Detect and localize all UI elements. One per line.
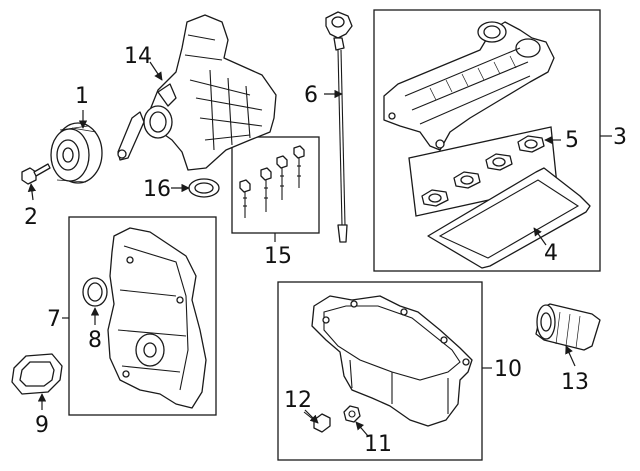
oil-pan[interactable] bbox=[311, 295, 473, 427]
throttle-body-gasket[interactable] bbox=[188, 178, 220, 198]
leader-lines bbox=[27, 61, 612, 437]
oil-pan-group-box bbox=[277, 281, 483, 461]
callout-10: 10 bbox=[494, 357, 522, 382]
spark-plug-seals[interactable] bbox=[421, 135, 545, 207]
callout-9: 9 bbox=[35, 413, 49, 438]
valve-cover[interactable] bbox=[383, 21, 555, 151]
pulley-bolt[interactable] bbox=[21, 163, 51, 185]
timing-cover[interactable] bbox=[107, 227, 207, 409]
callout-4: 4 bbox=[544, 241, 558, 266]
callout-14: 14 bbox=[124, 44, 152, 69]
timing-cover-gasket-ring[interactable] bbox=[11, 353, 63, 395]
drain-plug[interactable] bbox=[343, 405, 361, 423]
callout-5: 5 bbox=[565, 128, 579, 153]
intake-manifold[interactable] bbox=[117, 14, 277, 171]
oil-dipstick[interactable] bbox=[325, 11, 353, 243]
bolt-kit-bolts[interactable] bbox=[239, 145, 305, 218]
callout-13: 13 bbox=[561, 370, 589, 395]
front-crank-seal[interactable] bbox=[82, 277, 108, 307]
callout-12: 12 bbox=[284, 388, 312, 413]
timing-cover-group-box bbox=[68, 216, 217, 416]
callout-8: 8 bbox=[88, 328, 102, 353]
callout-1: 1 bbox=[75, 84, 89, 109]
callout-6: 6 bbox=[304, 83, 318, 108]
callout-16: 16 bbox=[143, 177, 171, 202]
callout-3: 3 bbox=[613, 125, 627, 150]
oil-filter[interactable] bbox=[535, 303, 601, 351]
callout-15: 15 bbox=[264, 244, 292, 269]
crankshaft-pulley[interactable] bbox=[50, 122, 103, 184]
valve-cover-gasket[interactable] bbox=[427, 167, 591, 269]
valve-cover-group-box bbox=[373, 9, 601, 272]
callout-2: 2 bbox=[24, 205, 38, 230]
callout-7: 7 bbox=[47, 307, 61, 332]
callout-11: 11 bbox=[364, 432, 392, 457]
